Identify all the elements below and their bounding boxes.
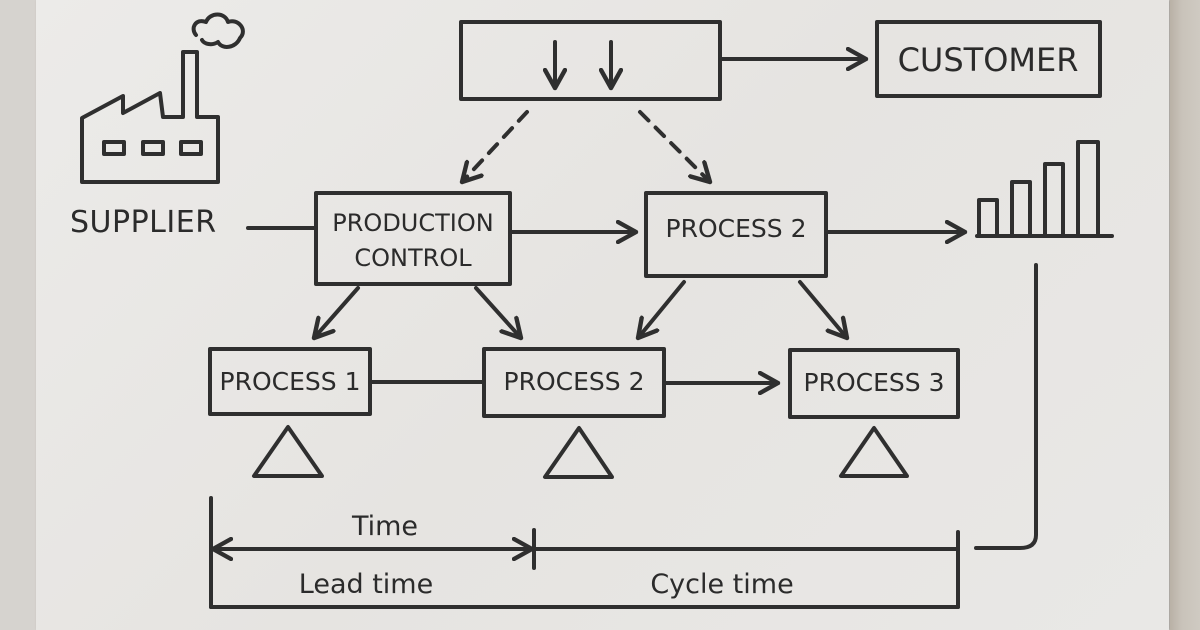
inventory-triangle-icon: [543, 426, 614, 479]
factory-window: [102, 140, 126, 156]
factory-icon: [80, 12, 245, 184]
factory-window: [179, 140, 203, 156]
chart-bar: [977, 198, 999, 238]
background-wall-right: [1170, 0, 1200, 630]
customer-label: CUSTOMER: [898, 41, 1079, 79]
process-1-label: PROCESS 1: [220, 367, 361, 396]
production-control-label-line1: PRODUCTION: [332, 209, 493, 237]
production-control-label-line2: CONTROL: [354, 244, 472, 272]
chart-bar: [1043, 162, 1065, 238]
process-2-top-box: [644, 191, 828, 278]
factory-window: [141, 140, 165, 156]
arrow-to-process1: [314, 286, 360, 338]
dashed-arrow-right: [638, 110, 710, 182]
supplier-label: SUPPLIER: [70, 205, 217, 240]
process-2-bottom-label: PROCESS 2: [504, 367, 645, 396]
lead-time-label: Lead time: [299, 569, 433, 600]
arrow-to-process3: [798, 280, 847, 338]
dashed-arrow-left: [462, 110, 529, 182]
customer-box: [875, 20, 1102, 98]
production-control-box: [314, 191, 512, 286]
process-3-box: [788, 348, 960, 419]
cycle-time-label: Cycle time: [650, 569, 793, 600]
paper-sheet: [36, 0, 1169, 630]
chart-bar: [1076, 140, 1100, 238]
timeline: [209, 496, 960, 609]
inventory-triangle-icon: [839, 426, 909, 478]
arrow-to-process2-bottom: [474, 286, 521, 338]
feedback-line: [974, 263, 1038, 550]
process-2-top-label: PROCESS 2: [666, 214, 807, 243]
information-box: [459, 20, 722, 101]
background-wall-left: [0, 0, 38, 630]
arrow-from-process2-top-left: [638, 280, 686, 338]
time-label: Time: [351, 511, 418, 542]
bar-chart-icon: [975, 140, 1114, 238]
chart-bar: [1010, 180, 1032, 238]
inventory-triangle-icon: [252, 425, 324, 478]
process-3-label: PROCESS 3: [804, 368, 945, 397]
down-arrows-icon: [555, 40, 611, 88]
